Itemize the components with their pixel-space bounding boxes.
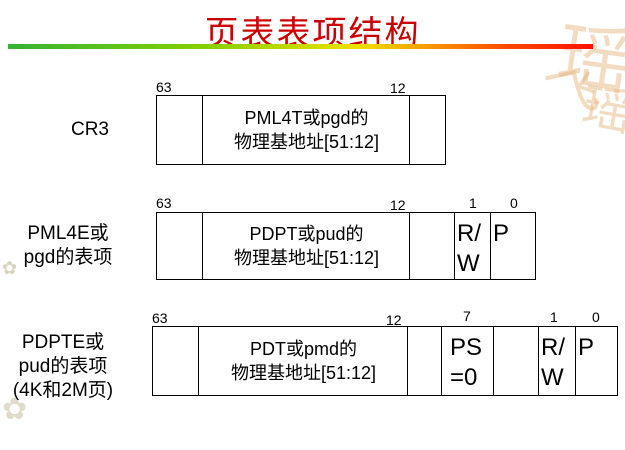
row-label-cr3: CR3 [70,119,109,140]
present-field: P [490,213,535,279]
decorative-calligraphy: ✿ [2,258,18,279]
rw-field: R/ W [454,213,491,279]
bit-label-1: 1 [469,195,477,211]
bit-label-12: 12 [386,312,402,328]
row-label-pml4e: PML4E或 pgd的表项 [23,223,113,268]
pml4e-register: PDPT或pud的 物理基地址[51:12] R/ W P [156,212,536,280]
bit-label-63: 63 [156,195,172,211]
bit-label-12: 12 [390,197,406,213]
cr3-register: PML4T或pgd的 物理基地址[51:12] [156,95,446,165]
present-field: P [575,327,617,395]
bit-label-7: 7 [463,308,471,324]
bit-label-1: 1 [550,309,558,325]
bit-label-12: 12 [390,80,406,96]
bit-label-63: 63 [156,79,172,95]
address-field: PDPT或pud的 物理基地址[51:12] [202,213,410,279]
title-underline [8,44,593,49]
bit-label-0: 0 [510,195,518,211]
bit-label-0: 0 [592,309,600,325]
pdpte-register: PDT或pmd的 物理基地址[51:12] PS =0 R/ W P [152,326,618,396]
rw-field: R/ W [538,327,576,395]
page-size-field: PS =0 [441,327,494,395]
row-label-pdpte: PDPTE或 pud的表项 (4K和2M页) [12,332,114,401]
bit-label-63: 63 [152,310,168,326]
address-field: PDT或pmd的 物理基地址[51:12] [198,327,408,395]
decorative-calligraphy: ✿ [2,392,28,427]
address-field: PML4T或pgd的 物理基地址[51:12] [202,96,410,164]
